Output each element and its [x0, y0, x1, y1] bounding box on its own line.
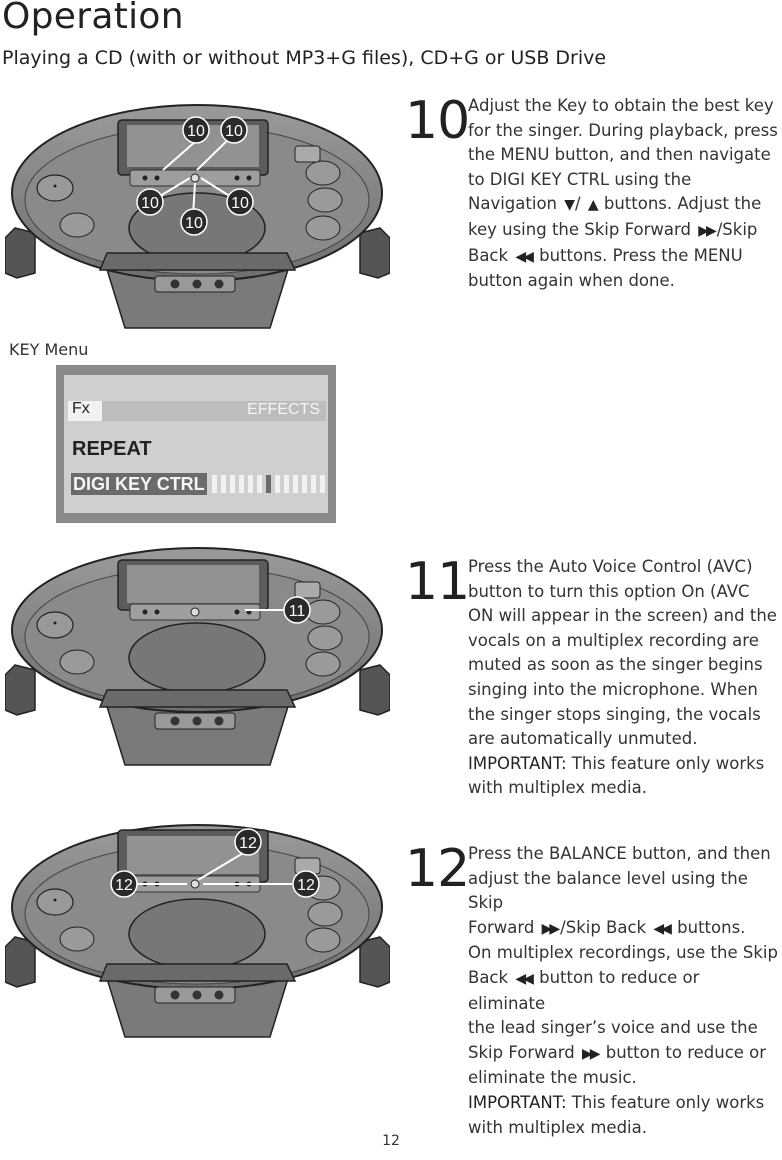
skip-forward-icon: ▶▶ [541, 920, 560, 937]
callout-12-c: 12 [292, 870, 320, 898]
callout-10-b: 10 [220, 116, 248, 144]
karaoke-machine-illustration-12: 12 12 12 [5, 824, 390, 1038]
svg-text:10: 10 [141, 195, 159, 212]
key-menu-label: KEY Menu [9, 340, 89, 359]
skip-forward-icon: ▶▶ [698, 222, 716, 239]
lcd-digi-key-ctrl: DIGI KEY CTRL [71, 473, 207, 495]
svg-text:12: 12 [239, 835, 257, 852]
svg-text:10: 10 [231, 195, 249, 212]
skip-forward-icon: ▶▶ [581, 1045, 600, 1062]
svg-text:10: 10 [225, 123, 243, 140]
callout-11: 11 [283, 596, 311, 624]
step-11-text: Press the Auto Voice Control (AVC) butto… [468, 557, 777, 798]
key-menu-lcd: Fx EFFECTS REPEAT DIGI KEY CTRL [56, 365, 336, 523]
callout-12-a: 12 [234, 828, 262, 856]
callout-10-d: 10 [180, 208, 208, 236]
svg-text:12: 12 [297, 877, 315, 894]
page-number: 12 [382, 1133, 400, 1149]
callout-12-b: 12 [110, 870, 138, 898]
page-subtitle: Playing a CD (with or without MP3+G file… [2, 47, 607, 69]
lcd-key-level-bar [212, 475, 325, 493]
karaoke-machine-illustration-11: 11 [5, 547, 390, 766]
lcd-effects: EFFECTS [247, 401, 320, 418]
step-12-text: Press the BALANCE button, and then adjus… [468, 844, 778, 1137]
skip-back-icon: ◀◀ [515, 970, 533, 987]
callout-10-c: 10 [136, 188, 164, 216]
karaoke-machine-illustration-10: 10 10 10 10 10 [5, 104, 390, 329]
svg-text:12: 12 [115, 877, 133, 894]
callout-10-e: 10 [226, 188, 254, 216]
step-10-text: Adjust the Key to obtain the best key fo… [468, 96, 778, 291]
callout-10-a: 10 [182, 116, 210, 144]
important-label: IMPORTANT: [468, 1092, 567, 1112]
nav-down-icon: ▼ [564, 197, 575, 214]
lcd-fx: Fx [72, 400, 90, 417]
lcd-repeat: REPEAT [72, 438, 152, 460]
skip-back-icon: ◀◀ [515, 248, 533, 265]
page-title: Operation [2, 0, 184, 37]
important-label: IMPORTANT: [468, 753, 567, 773]
svg-text:11: 11 [289, 603, 306, 620]
svg-text:10: 10 [187, 123, 205, 140]
step-number-12: 12 [405, 839, 470, 899]
step-number-10: 10 [405, 91, 470, 151]
step-number-11: 11 [405, 552, 470, 612]
nav-up-icon: ▲ [587, 197, 599, 214]
svg-text:10: 10 [185, 215, 203, 232]
skip-back-icon: ◀◀ [653, 920, 671, 937]
